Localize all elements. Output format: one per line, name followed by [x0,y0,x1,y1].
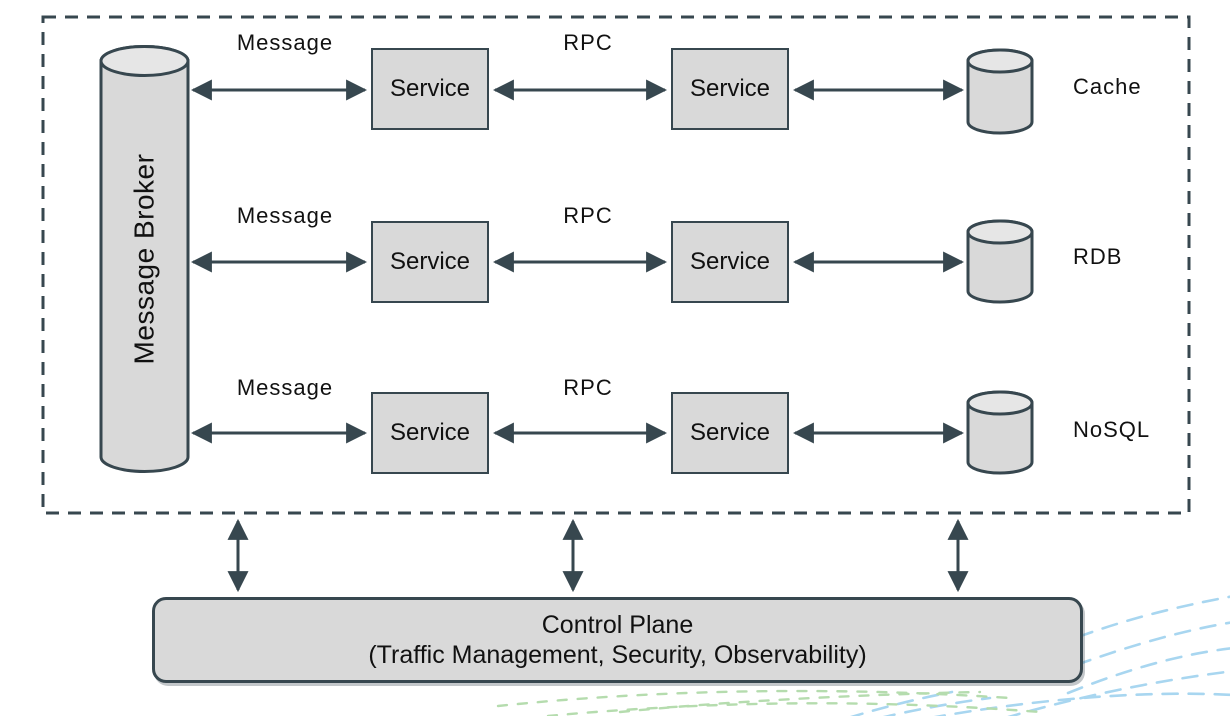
message-broker: Message Broker [101,61,188,457]
service-label: Service [689,248,771,275]
control-plane-title: Control Plane [541,611,694,639]
rdb-cylinder [966,219,1034,304]
datastore-label-rdb: RDB [1073,244,1123,269]
decor-green-line [496,689,1012,708]
service-box-row2-right: Service [671,221,789,303]
service-box-row1-left: Service [371,48,489,130]
datastore-label-nosql: NoSQL [1073,417,1151,442]
decor-blue-line [1074,621,1230,667]
service-label: Service [389,248,471,275]
service-box-row1-right: Service [671,48,789,130]
decor-blue-line [933,692,1230,716]
service-label: Service [689,419,771,446]
decor-green-line [618,690,982,714]
service-box-row2-left: Service [371,221,489,303]
service-label: Service [389,75,471,102]
message-label-row1: Message [236,30,334,55]
service-box-row3-left: Service [371,392,489,474]
decor-network-lines [496,595,1230,716]
cache-cylinder [966,48,1034,135]
message-label-row3: Message [236,375,334,400]
decor-blue-line [1076,595,1230,639]
service-label: Service [689,75,771,102]
rpc-label-row2: RPC [563,203,613,228]
control-plane-subtitle: (Traffic Management, Security, Observabi… [368,641,867,669]
decor-green-line [546,702,1042,716]
decor-blue-line [1066,647,1230,695]
control-plane-box: Control Plane (Traffic Management, Secur… [152,597,1083,683]
rpc-label-row3: RPC [563,375,613,400]
decor-blue-line [1007,670,1230,716]
service-box-row3-right: Service [671,392,789,474]
nosql-cylinder [966,390,1034,475]
mesh-boundary [41,15,1191,515]
message-broker-label: Message Broker [128,153,160,365]
decor-blue-line [850,690,954,716]
message-label-row2: Message [236,203,334,228]
service-label: Service [389,419,471,446]
rpc-label-row1: RPC [563,30,613,55]
datastore-label-cache: Cache [1073,74,1142,99]
message-broker-cylinder [99,45,190,473]
